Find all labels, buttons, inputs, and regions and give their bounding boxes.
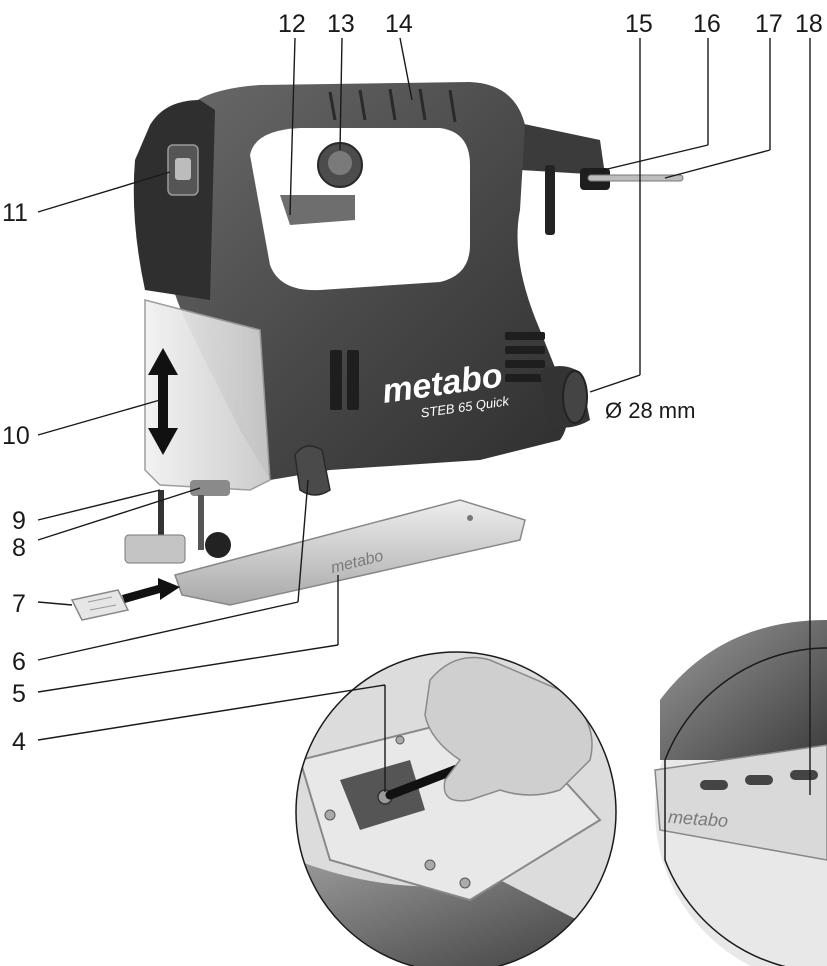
extraction-port-rim [562,370,588,424]
push-arrow-icon [122,578,180,603]
detail-plate-screw [459,877,471,889]
detail2-base-plate [654,744,827,861]
blade-guide-bar [158,490,164,545]
air-vents [330,332,545,410]
chip-guard [144,299,271,491]
lock-on-button-top [328,151,352,175]
label-18: 18 [795,10,823,38]
handle-opening [250,128,470,291]
splinter-guard [70,589,130,621]
label-5: 5 [12,680,26,708]
front-housing [133,100,215,300]
label-4: 4 [12,728,26,756]
label-6: 6 [12,648,26,676]
detail2-housing [660,620,827,760]
plate-screw [467,515,473,521]
guard-bracket [124,534,186,564]
extraction-adapter-tube [587,174,684,182]
detail-circle-plate-scale: metabo [654,620,827,966]
detail-plate-screw [424,859,436,871]
label-16: 16 [693,10,721,38]
label-14: 14 [385,10,413,38]
double-arrow-icon [148,348,178,455]
label-15: 15 [625,10,653,38]
leader-lines [37,37,811,795]
blade [198,495,204,550]
jigsaw: metabo STEB 65 Quick metabo [124,82,684,606]
grip-ribs [328,88,457,123]
detail2-slots [700,770,818,790]
label-8: 8 [12,534,26,562]
label-13: 13 [327,10,355,38]
label-7: 7 [12,590,26,618]
detail2-plate-brand: metabo [667,807,728,831]
hand-icon [424,656,593,802]
detail-motor-underside [296,860,616,966]
detail-circle-base-plate [295,651,617,966]
label-17: 17 [755,10,783,38]
label-11: 11 [2,199,28,227]
cable-hook [545,165,555,235]
label-9: 9 [12,507,26,535]
detail-plate-screw [324,809,336,821]
dimension-label: Ø 28 mm [605,398,695,423]
stroke-switch-knob [175,158,191,180]
blade-clamp [190,480,230,496]
guide-roller [205,532,231,558]
power-cable [505,120,605,175]
detail-plate-screw [395,735,405,745]
on-off-trigger [280,195,355,225]
base-plate [174,499,526,606]
label-10: 10 [2,422,30,450]
label-12: 12 [278,10,306,38]
